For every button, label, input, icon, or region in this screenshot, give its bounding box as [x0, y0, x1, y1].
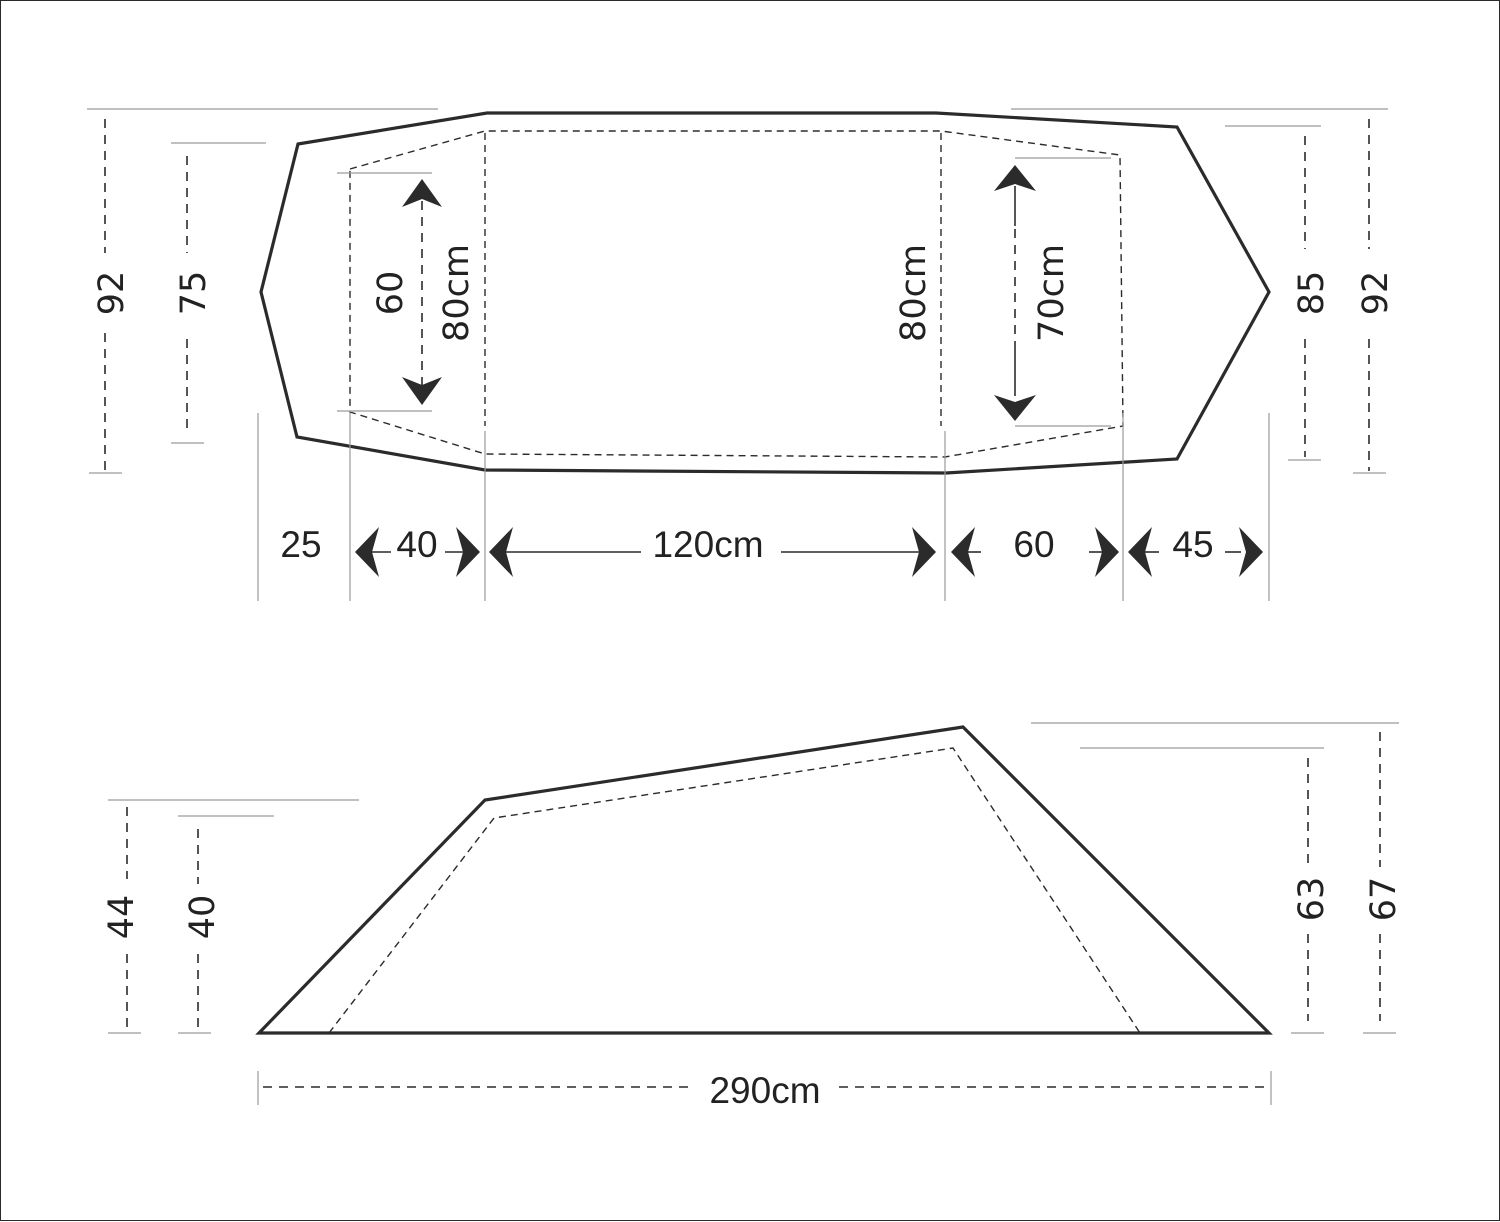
label-right-door-height: 70cm [1032, 244, 1072, 342]
arrow-right-icon [912, 527, 936, 577]
label-length-25: 25 [280, 524, 321, 565]
label-length-45: 45 [1172, 524, 1213, 565]
label-left-vestibule-depth: 60 [371, 271, 411, 316]
label-length-120cm: 120cm [652, 524, 763, 565]
top-view: 92 75 60 80cm 80cm 70cm 85 92 [87, 108, 1396, 601]
label-top-left-outer-height: 92 [92, 271, 132, 316]
side-view-inner-tent-outline [328, 747, 1141, 1034]
label-top-left-inner-height: 75 [174, 271, 214, 316]
arrow-left-icon [951, 527, 975, 577]
label-side-right-outer-height: 67 [1364, 877, 1404, 922]
label-side-left-inner-height: 40 [183, 895, 223, 940]
label-right-inner-width: 80cm [894, 244, 934, 342]
arrow-right-icon [456, 527, 480, 577]
arrow-down-icon [994, 395, 1036, 421]
arrow-down-icon [402, 377, 442, 405]
arrow-right-icon [1095, 527, 1119, 577]
arrow-left-icon [1128, 527, 1152, 577]
label-length-40: 40 [396, 524, 437, 565]
label-length-60: 60 [1013, 524, 1054, 565]
arrow-up-icon [994, 165, 1036, 191]
label-side-left-outer-height: 44 [102, 895, 142, 940]
arrow-right-icon [1239, 527, 1263, 577]
label-total-length: 290cm [709, 1070, 820, 1111]
arrow-left-icon [355, 527, 379, 577]
label-top-right-outer-height: 92 [1356, 271, 1396, 316]
label-left-door-height: 80cm [437, 244, 477, 342]
length-dimension-row: 25 40 120cm 60 45 [280, 524, 1263, 577]
side-view: 44 40 63 67 290cm [102, 722, 1404, 1111]
side-view-outer-outline [255, 725, 1273, 1035]
label-side-right-inner-height: 63 [1292, 877, 1332, 922]
arrow-up-icon [402, 179, 442, 207]
arrow-left-icon [489, 527, 513, 577]
label-top-right-inner-height: 85 [1292, 271, 1332, 316]
top-view-outer-outline [259, 111, 1271, 475]
